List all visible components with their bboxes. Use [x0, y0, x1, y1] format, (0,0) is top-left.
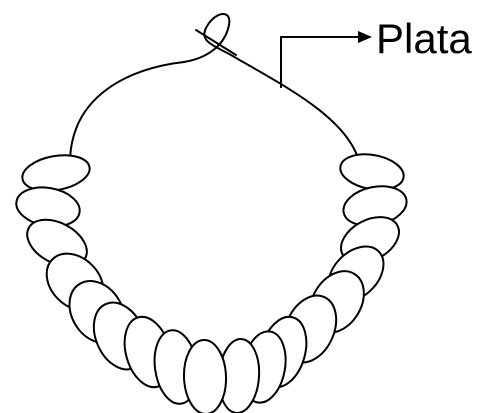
bead	[183, 339, 228, 413]
wire-clasp-tail	[196, 30, 236, 55]
callout-leader-line	[281, 37, 362, 88]
callout-label-plata: Plata	[376, 14, 472, 64]
callout-arrowhead	[358, 31, 372, 43]
beads-group	[13, 150, 410, 413]
